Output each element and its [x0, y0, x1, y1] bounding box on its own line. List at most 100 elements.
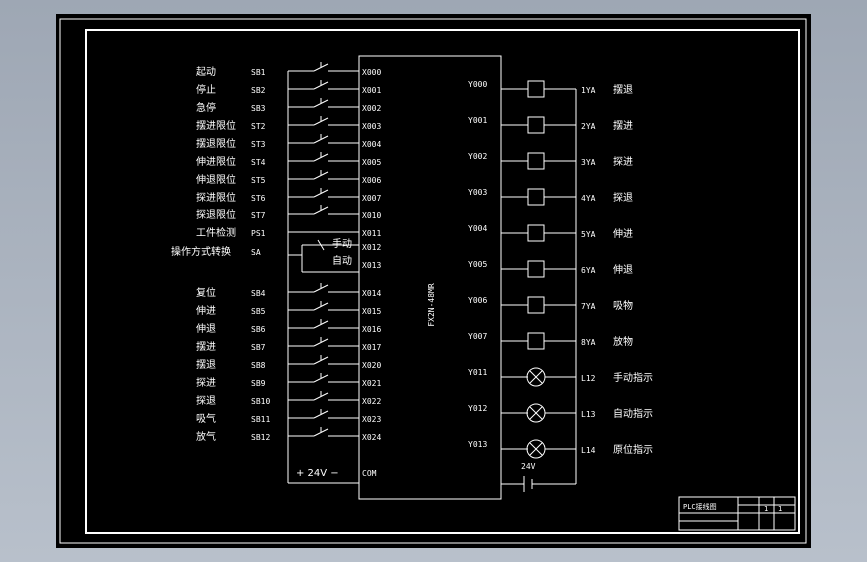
- input-tag: ST3: [251, 140, 266, 149]
- contact-blade: [313, 284, 329, 293]
- solenoid-coil: [527, 188, 545, 206]
- contact-blade: [313, 153, 329, 162]
- input-label: 工件检测: [196, 226, 236, 239]
- output-tag: L14: [581, 446, 596, 455]
- contact-blade: [313, 338, 329, 347]
- input-terminal: X001: [362, 86, 381, 95]
- input-tag: SB3: [251, 104, 266, 113]
- input-supply-label: + 24V −: [296, 468, 339, 479]
- contact-blade: [313, 392, 329, 401]
- input-row: 摆进 SB7 X017: [196, 337, 381, 353]
- input-row: 伸退 SB6 X016: [196, 319, 381, 335]
- contact-blade: [313, 189, 329, 198]
- input-terminal: X011: [362, 229, 381, 238]
- contact-blade: [313, 302, 329, 311]
- input-tag: SB9: [251, 379, 266, 388]
- input-tag: SB1: [251, 68, 266, 77]
- contact-blade: [313, 374, 329, 383]
- output-label: 探退: [613, 191, 633, 204]
- contact-blade: [313, 81, 329, 90]
- output-tag: 4YA: [581, 194, 596, 203]
- output-label: 自动指示: [613, 407, 653, 420]
- output-tag: 3YA: [581, 158, 596, 167]
- contact-blade: [313, 171, 329, 180]
- input-tag: ST5: [251, 176, 266, 185]
- solenoid-coil: [527, 296, 545, 314]
- contact-blade: [313, 135, 329, 144]
- output-tag: L12: [581, 374, 596, 383]
- input-terminal: X016: [362, 325, 381, 334]
- output-terminal: Y006: [468, 296, 487, 305]
- input-label: 探进限位: [196, 191, 236, 204]
- plc-body: [358, 55, 502, 500]
- output-label: 摆进: [613, 119, 633, 132]
- input-label: 伸进: [196, 305, 216, 317]
- input-terminal: X015: [362, 307, 381, 316]
- input-label: 起动: [196, 66, 216, 78]
- output-supply-label: 24V: [521, 462, 536, 471]
- plc-wiring-diagram: FX2N-48MR COM + 24V − 操作方式转换 SA 手动 自动 X0…: [59, 18, 807, 544]
- title-block-count: 1: [778, 505, 782, 513]
- contact-blade: [313, 206, 329, 215]
- selector-terminal-2: X013: [362, 261, 381, 270]
- selector-option-manual: 手动: [332, 237, 352, 250]
- selector-label: 操作方式转换: [171, 245, 231, 258]
- input-terminal: X017: [362, 343, 381, 352]
- input-tag: SB2: [251, 86, 266, 95]
- solenoid-coil: [527, 152, 545, 170]
- com-terminal: COM: [362, 469, 377, 478]
- selector-tag: SA: [251, 248, 261, 257]
- output-label: 原位指示: [613, 443, 653, 456]
- input-terminal: X006: [362, 176, 381, 185]
- output-tag: 6YA: [581, 266, 596, 275]
- output-terminal: Y005: [468, 260, 487, 269]
- output-label: 吸物: [613, 299, 633, 312]
- output-tag: 7YA: [581, 302, 596, 311]
- input-tag: SB6: [251, 325, 266, 334]
- input-terminal: X002: [362, 104, 381, 113]
- input-tag: PS1: [251, 229, 266, 238]
- contact-blade: [313, 410, 329, 419]
- inner-frame: [85, 29, 800, 534]
- input-label: 探退限位: [196, 208, 236, 221]
- title-block-sheet: 1: [764, 505, 768, 513]
- input-tag: SB7: [251, 343, 266, 352]
- contact-blade: [313, 63, 329, 72]
- input-label: 伸进限位: [196, 155, 236, 168]
- lamp-cross: [529, 406, 543, 420]
- solenoid-coil: [527, 80, 545, 98]
- contact-blade: [313, 99, 329, 108]
- output-label: 伸退: [613, 264, 633, 276]
- input-label: 伸退: [196, 323, 216, 335]
- output-tag: 8YA: [581, 338, 596, 347]
- input-tag: SB8: [251, 361, 266, 370]
- input-label: 摆进: [196, 340, 216, 353]
- input-label: 放气: [196, 430, 216, 443]
- contact-blade: [313, 428, 329, 437]
- output-tag: L13: [581, 410, 596, 419]
- input-label: 探进: [196, 376, 216, 389]
- output-terminal: Y004: [468, 224, 487, 233]
- output-label: 探进: [613, 155, 633, 168]
- input-tag: SB11: [251, 415, 270, 424]
- input-tag: SB4: [251, 289, 266, 298]
